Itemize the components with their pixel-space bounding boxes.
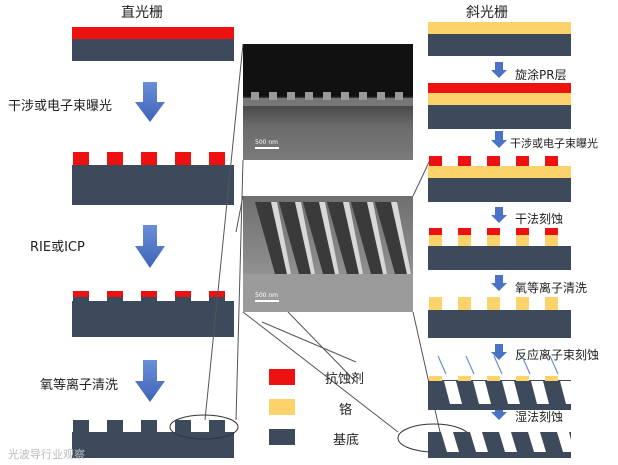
right-step1-label: 旋涂PR层 <box>515 68 567 82</box>
right-step2-label: 干涉或电子束曝光 <box>510 137 598 150</box>
left-stage3-resist-block <box>175 291 191 297</box>
sem-straight-ridges <box>243 92 413 149</box>
right-stage1-substrate <box>428 34 571 56</box>
legend-swatch-resist <box>269 369 295 385</box>
left-stage3-substrate <box>72 301 234 337</box>
right-step5-label: 反应离子束刻蚀 <box>515 348 600 362</box>
left-stage3-resist-block <box>73 291 89 297</box>
left-stage2-substrate <box>72 165 234 205</box>
left-stage2-resist-block <box>141 152 157 165</box>
sem-image-slanted-grating: 500 nm <box>243 196 413 312</box>
legend-label-resist: 抗蚀剂 <box>325 372 365 387</box>
left-stage3-resist-block <box>141 291 157 297</box>
sem-top-scale-label: 500 nm <box>255 139 279 146</box>
right-step4-label: 氧等离子清洗 <box>515 281 588 295</box>
right-stage4-resist-block <box>487 228 500 235</box>
left-step2-label: RIE或ICP <box>30 240 85 255</box>
watermark: 光波导行业观察 <box>8 448 85 461</box>
left-stage1-substrate <box>72 39 234 61</box>
right-stage5-chrome-block <box>545 297 558 310</box>
left-stage3-ridge <box>107 297 123 303</box>
legend-swatch-chrome <box>269 399 295 415</box>
left-stage3-ridge <box>175 297 191 303</box>
right-stage2-substrate <box>428 105 571 129</box>
left-stage2-resist-block <box>73 152 89 165</box>
right-stage5-chrome-block <box>458 297 471 310</box>
right-stage4-substrate <box>428 246 571 270</box>
right-stage3-resist-block <box>458 156 471 166</box>
right-stage3-resist-block <box>516 156 529 166</box>
left-step3-label: 氧等离子清洗 <box>40 378 119 393</box>
left-stage4-substrate <box>72 432 234 458</box>
right-column-title: 斜光栅 <box>466 5 508 21</box>
right-step3-label: 干法刻蚀 <box>515 212 564 226</box>
right-stage1-chrome-layer <box>428 22 571 34</box>
left-stage4-ridge <box>141 420 157 432</box>
right-step6-label: 湿法刻蚀 <box>515 410 564 424</box>
right-stage4-resist-block <box>458 228 471 235</box>
left-stage4-ridge <box>209 420 225 432</box>
left-stage2-resist-block <box>175 152 191 165</box>
right-stage5-chrome-block <box>429 297 442 310</box>
right-stage3-substrate <box>428 178 571 202</box>
right-stage4-chrome-block <box>429 235 442 246</box>
left-stage3-ridge <box>209 297 225 303</box>
right-stage3-resist-block <box>429 156 442 166</box>
right-stage3-resist-block <box>487 156 500 166</box>
left-stage3-resist-block <box>107 291 123 297</box>
sem-bottom-scale-label: 500 nm <box>255 292 279 299</box>
legend-label-chrome: 铬 <box>339 403 353 418</box>
right-stage5-chrome-block <box>516 297 529 310</box>
right-stage5-substrate <box>428 310 571 338</box>
right-stage4-resist-block <box>429 228 442 235</box>
left-stage2-resist-block <box>107 152 123 165</box>
sem-image-straight-grating: 500 nm <box>243 44 413 160</box>
right-stage2-chrome-layer <box>428 93 571 105</box>
right-stage3-chrome-layer <box>428 166 571 178</box>
sem-slanted-ridges <box>243 202 413 312</box>
left-stage4-ridge <box>107 420 123 432</box>
legend-swatch-substrate <box>269 429 295 445</box>
left-stage4-ridge <box>175 420 191 432</box>
left-step1-label: 干涉或电子束曝光 <box>8 99 113 114</box>
right-detail-ellipse <box>397 423 471 453</box>
left-stage4-ridge <box>73 420 89 432</box>
right-stage4-chrome-block <box>516 235 529 246</box>
left-column-title: 直光栅 <box>121 5 163 21</box>
right-stage4-chrome-block <box>458 235 471 246</box>
left-stage3-ridge <box>141 297 157 303</box>
left-stage1-resist-layer <box>72 27 234 39</box>
right-stage4-resist-block <box>516 228 529 235</box>
right-stage4-chrome-block <box>487 235 500 246</box>
right-stage4-chrome-block <box>545 235 558 246</box>
left-stage2-resist-block <box>209 152 225 165</box>
right-stage5-chrome-block <box>487 297 500 310</box>
right-stage3-resist-block <box>545 156 558 166</box>
legend-label-substrate: 基底 <box>333 433 360 448</box>
left-stage3-ridge <box>73 297 89 303</box>
right-stage4-resist-block <box>545 228 558 235</box>
right-stage2-resist-layer <box>428 83 571 93</box>
